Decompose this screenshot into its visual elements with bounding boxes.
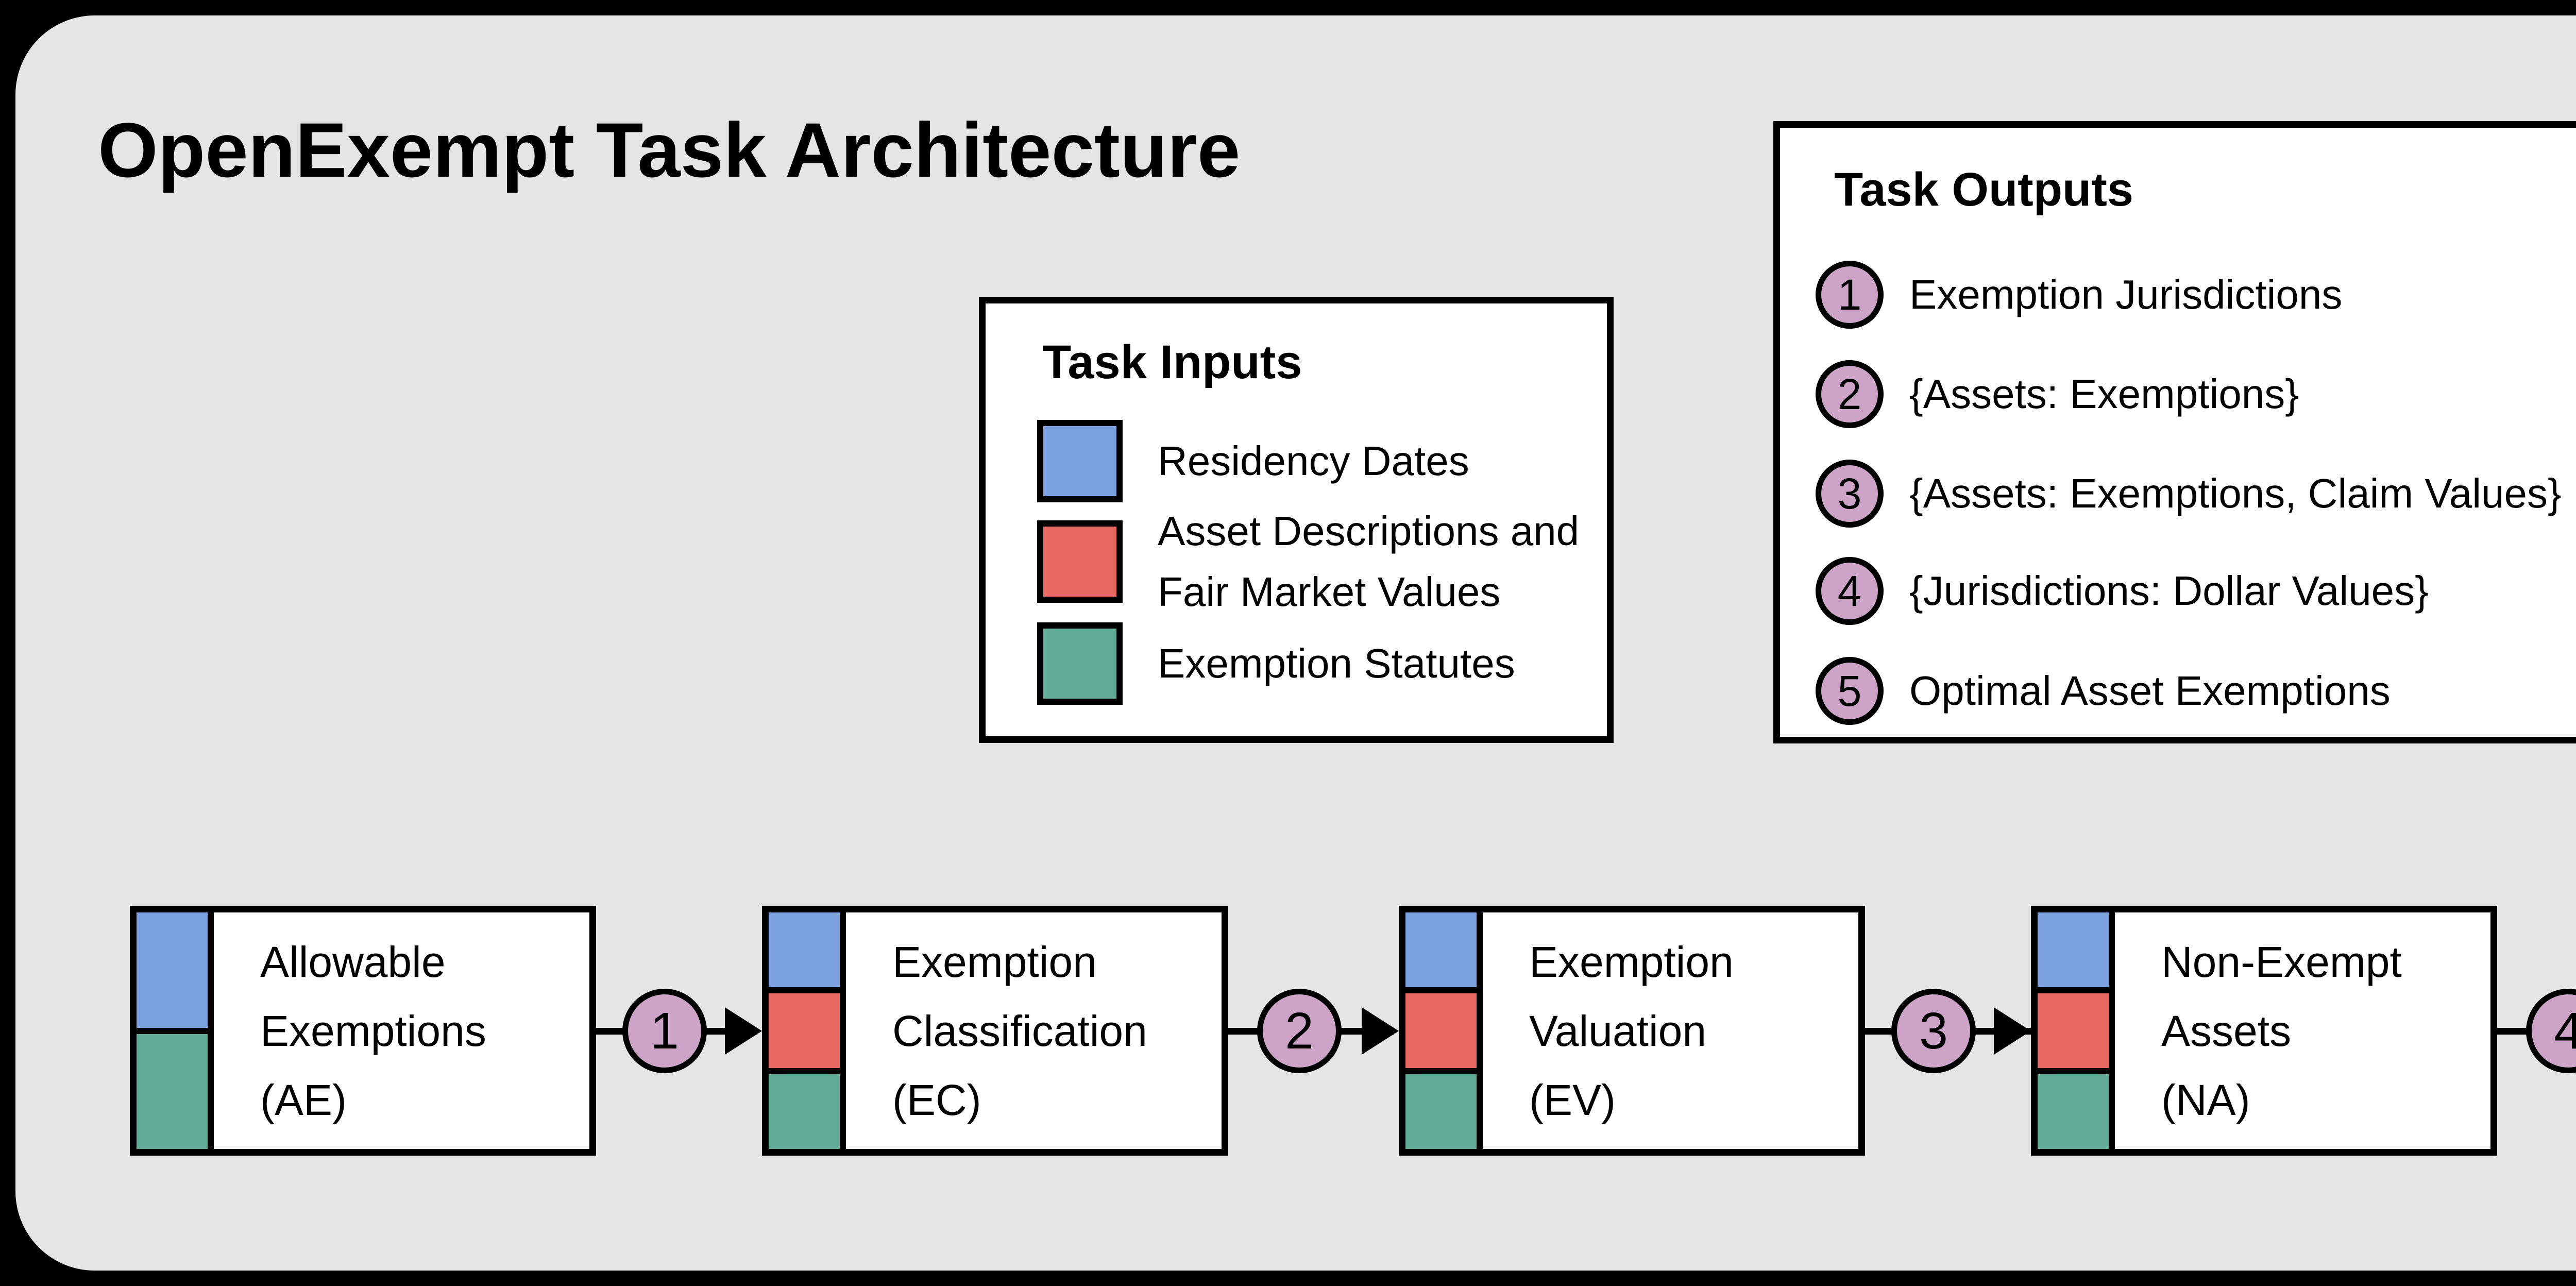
- output-node-3: 3: [1891, 989, 1976, 1073]
- output-number: 4: [2554, 1002, 2576, 1060]
- stage-label-line: (EC): [892, 1075, 981, 1124]
- legend-item-asset-descriptions: Asset Descriptions and Fair Market Value…: [1037, 508, 1579, 615]
- legend-item-exemption-statutes: Exemption Statutes: [1037, 622, 1515, 705]
- legend-item-label: Residency Dates: [1158, 438, 1469, 484]
- output-item-label: {Assets: Exemptions, Claim Values}: [1909, 470, 2562, 516]
- stage-exemption-valuation: Exemption Valuation (EV): [1399, 906, 1865, 1156]
- green-input-swatch-icon: [2038, 1074, 2109, 1149]
- task-outputs-heading: Task Outputs: [1834, 163, 2134, 216]
- legend-item-label: Exemption Statutes: [1158, 640, 1515, 686]
- stage-label: Exemption Valuation (EV): [1529, 927, 1734, 1135]
- output-item-label: Optimal Asset Exemptions: [1909, 668, 2391, 714]
- stage-label-line: (NA): [2161, 1075, 2250, 1124]
- output-item-5: 5 Optimal Asset Exemptions: [1816, 657, 2391, 725]
- green-input-swatch-icon: [1405, 1074, 1477, 1149]
- blue-input-swatch-icon: [137, 912, 208, 1028]
- output-item-label: {Assets: Exemptions}: [1909, 371, 2299, 417]
- output-number: 3: [1919, 1002, 1948, 1060]
- blue-input-swatch-icon: [2038, 912, 2109, 987]
- stage-label: Exemption Classification (EC): [892, 927, 1147, 1135]
- output-item-2: 2 {Assets: Exemptions}: [1816, 360, 2299, 428]
- arrowhead-icon: [1362, 1007, 1399, 1055]
- red-input-swatch-icon: [769, 993, 840, 1068]
- stage-label-line: Exemption: [892, 937, 1097, 986]
- stage-label-line: Valuation: [1529, 1006, 1707, 1055]
- stage-label-line: Classification: [892, 1006, 1147, 1055]
- arrowhead-icon: [725, 1007, 762, 1055]
- output-2-badge-icon: 2: [1816, 360, 1884, 428]
- blue-input-swatch-icon: [1405, 912, 1477, 987]
- blue-input-swatch-icon: [769, 912, 840, 987]
- output-number: 3: [1837, 469, 1862, 518]
- output-number: 4: [1837, 566, 1862, 615]
- output-node-1: 1: [622, 989, 707, 1073]
- output-node-2: 2: [1257, 989, 1342, 1073]
- output-5-badge-icon: 5: [1816, 657, 1884, 725]
- output-3-badge-icon: 3: [1816, 460, 1884, 528]
- output-number: 5: [1837, 666, 1862, 715]
- output-item-label: {Jurisdictions: Dollar Values}: [1909, 568, 2429, 614]
- output-item-label: Exemption Jurisdictions: [1909, 272, 2343, 317]
- task-outputs-legend: Task Outputs 1 Exemption Jurisdictions 2…: [1773, 121, 2576, 743]
- stage-label-line: Exemptions: [260, 1006, 486, 1055]
- stage-label-line: Allowable: [260, 937, 446, 986]
- green-input-swatch-icon: [769, 1074, 840, 1149]
- green-swatch-icon: [1037, 622, 1123, 705]
- legend-item-label-line2: Fair Market Values: [1158, 569, 1501, 615]
- output-4-badge-icon: 4: [1816, 557, 1884, 625]
- output-item-3: 3 {Assets: Exemptions, Claim Values}: [1816, 460, 2562, 528]
- arrowhead-icon: [1994, 1007, 2031, 1055]
- task-inputs-heading: Task Inputs: [1042, 336, 1302, 388]
- stage-label-line: (AE): [260, 1075, 347, 1124]
- stage-non-exempt-assets: Non-Exempt Assets (NA): [2031, 906, 2497, 1156]
- stage-label-line: Non-Exempt: [2161, 937, 2402, 986]
- stage-label-line: Exemption: [1529, 937, 1734, 986]
- input-strip: [1405, 912, 1483, 1149]
- stage-label-line: (EV): [1529, 1075, 1616, 1124]
- blue-swatch-icon: [1037, 420, 1123, 502]
- stage-label: Allowable Exemptions (AE): [260, 927, 486, 1135]
- legend-item-label-line1: Asset Descriptions and: [1158, 508, 1580, 554]
- red-swatch-icon: [1037, 520, 1123, 603]
- task-inputs-legend: Task Inputs Residency Dates Asset Descri…: [979, 297, 1614, 743]
- page-title: OpenExempt Task Architecture: [98, 107, 1241, 193]
- output-number: 2: [1837, 369, 1862, 418]
- stage-label-line: Assets: [2161, 1006, 2292, 1055]
- output-number: 2: [1285, 1002, 1314, 1060]
- red-input-swatch-icon: [1405, 993, 1477, 1068]
- green-input-swatch-icon: [137, 1034, 208, 1149]
- output-number: 1: [650, 1002, 679, 1060]
- output-number: 1: [1837, 270, 1862, 319]
- stage-label: Non-Exempt Assets (NA): [2161, 927, 2402, 1135]
- output-1-badge-icon: 1: [1816, 261, 1884, 329]
- input-strip: [2038, 912, 2115, 1149]
- input-strip: [769, 912, 846, 1149]
- output-item-1: 1 Exemption Jurisdictions: [1816, 261, 2342, 329]
- stage-exemption-classification: Exemption Classification (EC): [762, 906, 1228, 1156]
- input-strip: [137, 912, 214, 1149]
- output-item-4: 4 {Jurisdictions: Dollar Values}: [1816, 557, 2429, 625]
- red-input-swatch-icon: [2038, 993, 2109, 1068]
- stage-allowable-exemptions: Allowable Exemptions (AE): [130, 906, 596, 1156]
- legend-item-residency-dates: Residency Dates: [1037, 419, 1469, 503]
